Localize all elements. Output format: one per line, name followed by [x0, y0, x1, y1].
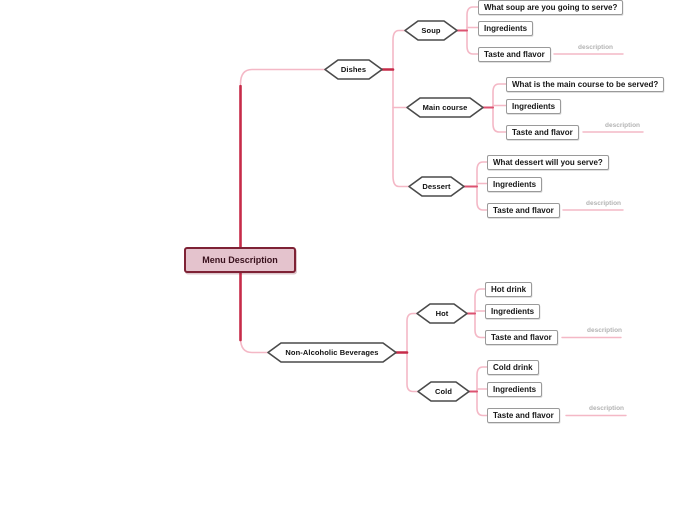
leaf-soup-taste[interactable]: Taste and flavor — [478, 47, 551, 62]
root-node[interactable]: Menu Description — [184, 247, 296, 273]
leaf-main-taste[interactable]: Taste and flavor — [506, 125, 579, 140]
note-cold-description[interactable]: description — [589, 405, 625, 412]
leaf-hot-drink[interactable]: Hot drink — [485, 282, 533, 297]
branch-node-dessert[interactable]: Dessert — [422, 182, 451, 191]
leaf-hot-taste[interactable]: Taste and flavor — [485, 330, 558, 345]
hexagon-dishes[interactable] — [324, 59, 383, 80]
hexagon-hot[interactable] — [416, 303, 468, 324]
leaf-cold-drink[interactable]: Cold drink — [487, 360, 539, 375]
leaf-dessert-ingredients[interactable]: Ingredients — [487, 177, 543, 192]
hexagon-dessert[interactable] — [408, 176, 465, 197]
trunk-connectors — [239, 68, 409, 354]
note-dessert-description[interactable]: description — [586, 200, 622, 207]
branch-node-dishes[interactable]: Dishes — [340, 65, 367, 74]
hexagon-main-course[interactable] — [406, 97, 484, 118]
note-hot-description[interactable]: description — [587, 327, 623, 334]
note-soup-description[interactable]: description — [578, 44, 614, 51]
hexagon-shapes — [267, 20, 484, 402]
note-main-description[interactable]: description — [605, 122, 641, 129]
tip-connectors — [456, 29, 494, 393]
leaf-dessert-taste[interactable]: Taste and flavor — [487, 203, 560, 218]
branch-node-hot[interactable]: Hot — [435, 309, 449, 318]
hexagon-cold[interactable] — [417, 381, 470, 402]
leaf-main-question[interactable]: What is the main course to be served? — [506, 77, 665, 92]
hexagon-soup[interactable] — [404, 20, 458, 41]
leaf-cold-taste[interactable]: Taste and flavor — [487, 408, 560, 423]
branch-node-main-course[interactable]: Main course — [422, 103, 468, 112]
leaf-soup-question[interactable]: What soup are you going to serve? — [478, 0, 624, 15]
branch-node-non-alcoholic[interactable]: Non-Alcoholic Beverages — [285, 348, 379, 357]
leaf-hot-ingredients[interactable]: Ingredients — [485, 304, 541, 319]
hexagon-non-alcoholic[interactable] — [267, 342, 397, 363]
branch-node-soup[interactable]: Soup — [421, 26, 441, 35]
leaf-cold-ingredients[interactable]: Ingredients — [487, 382, 543, 397]
description-lines — [553, 53, 644, 417]
leaf-main-ingredients[interactable]: Ingredients — [506, 99, 562, 114]
leaf-soup-ingredients[interactable]: Ingredients — [478, 21, 534, 36]
branch-node-cold[interactable]: Cold — [434, 387, 453, 396]
leaf-dessert-question[interactable]: What dessert will you serve? — [487, 155, 609, 170]
